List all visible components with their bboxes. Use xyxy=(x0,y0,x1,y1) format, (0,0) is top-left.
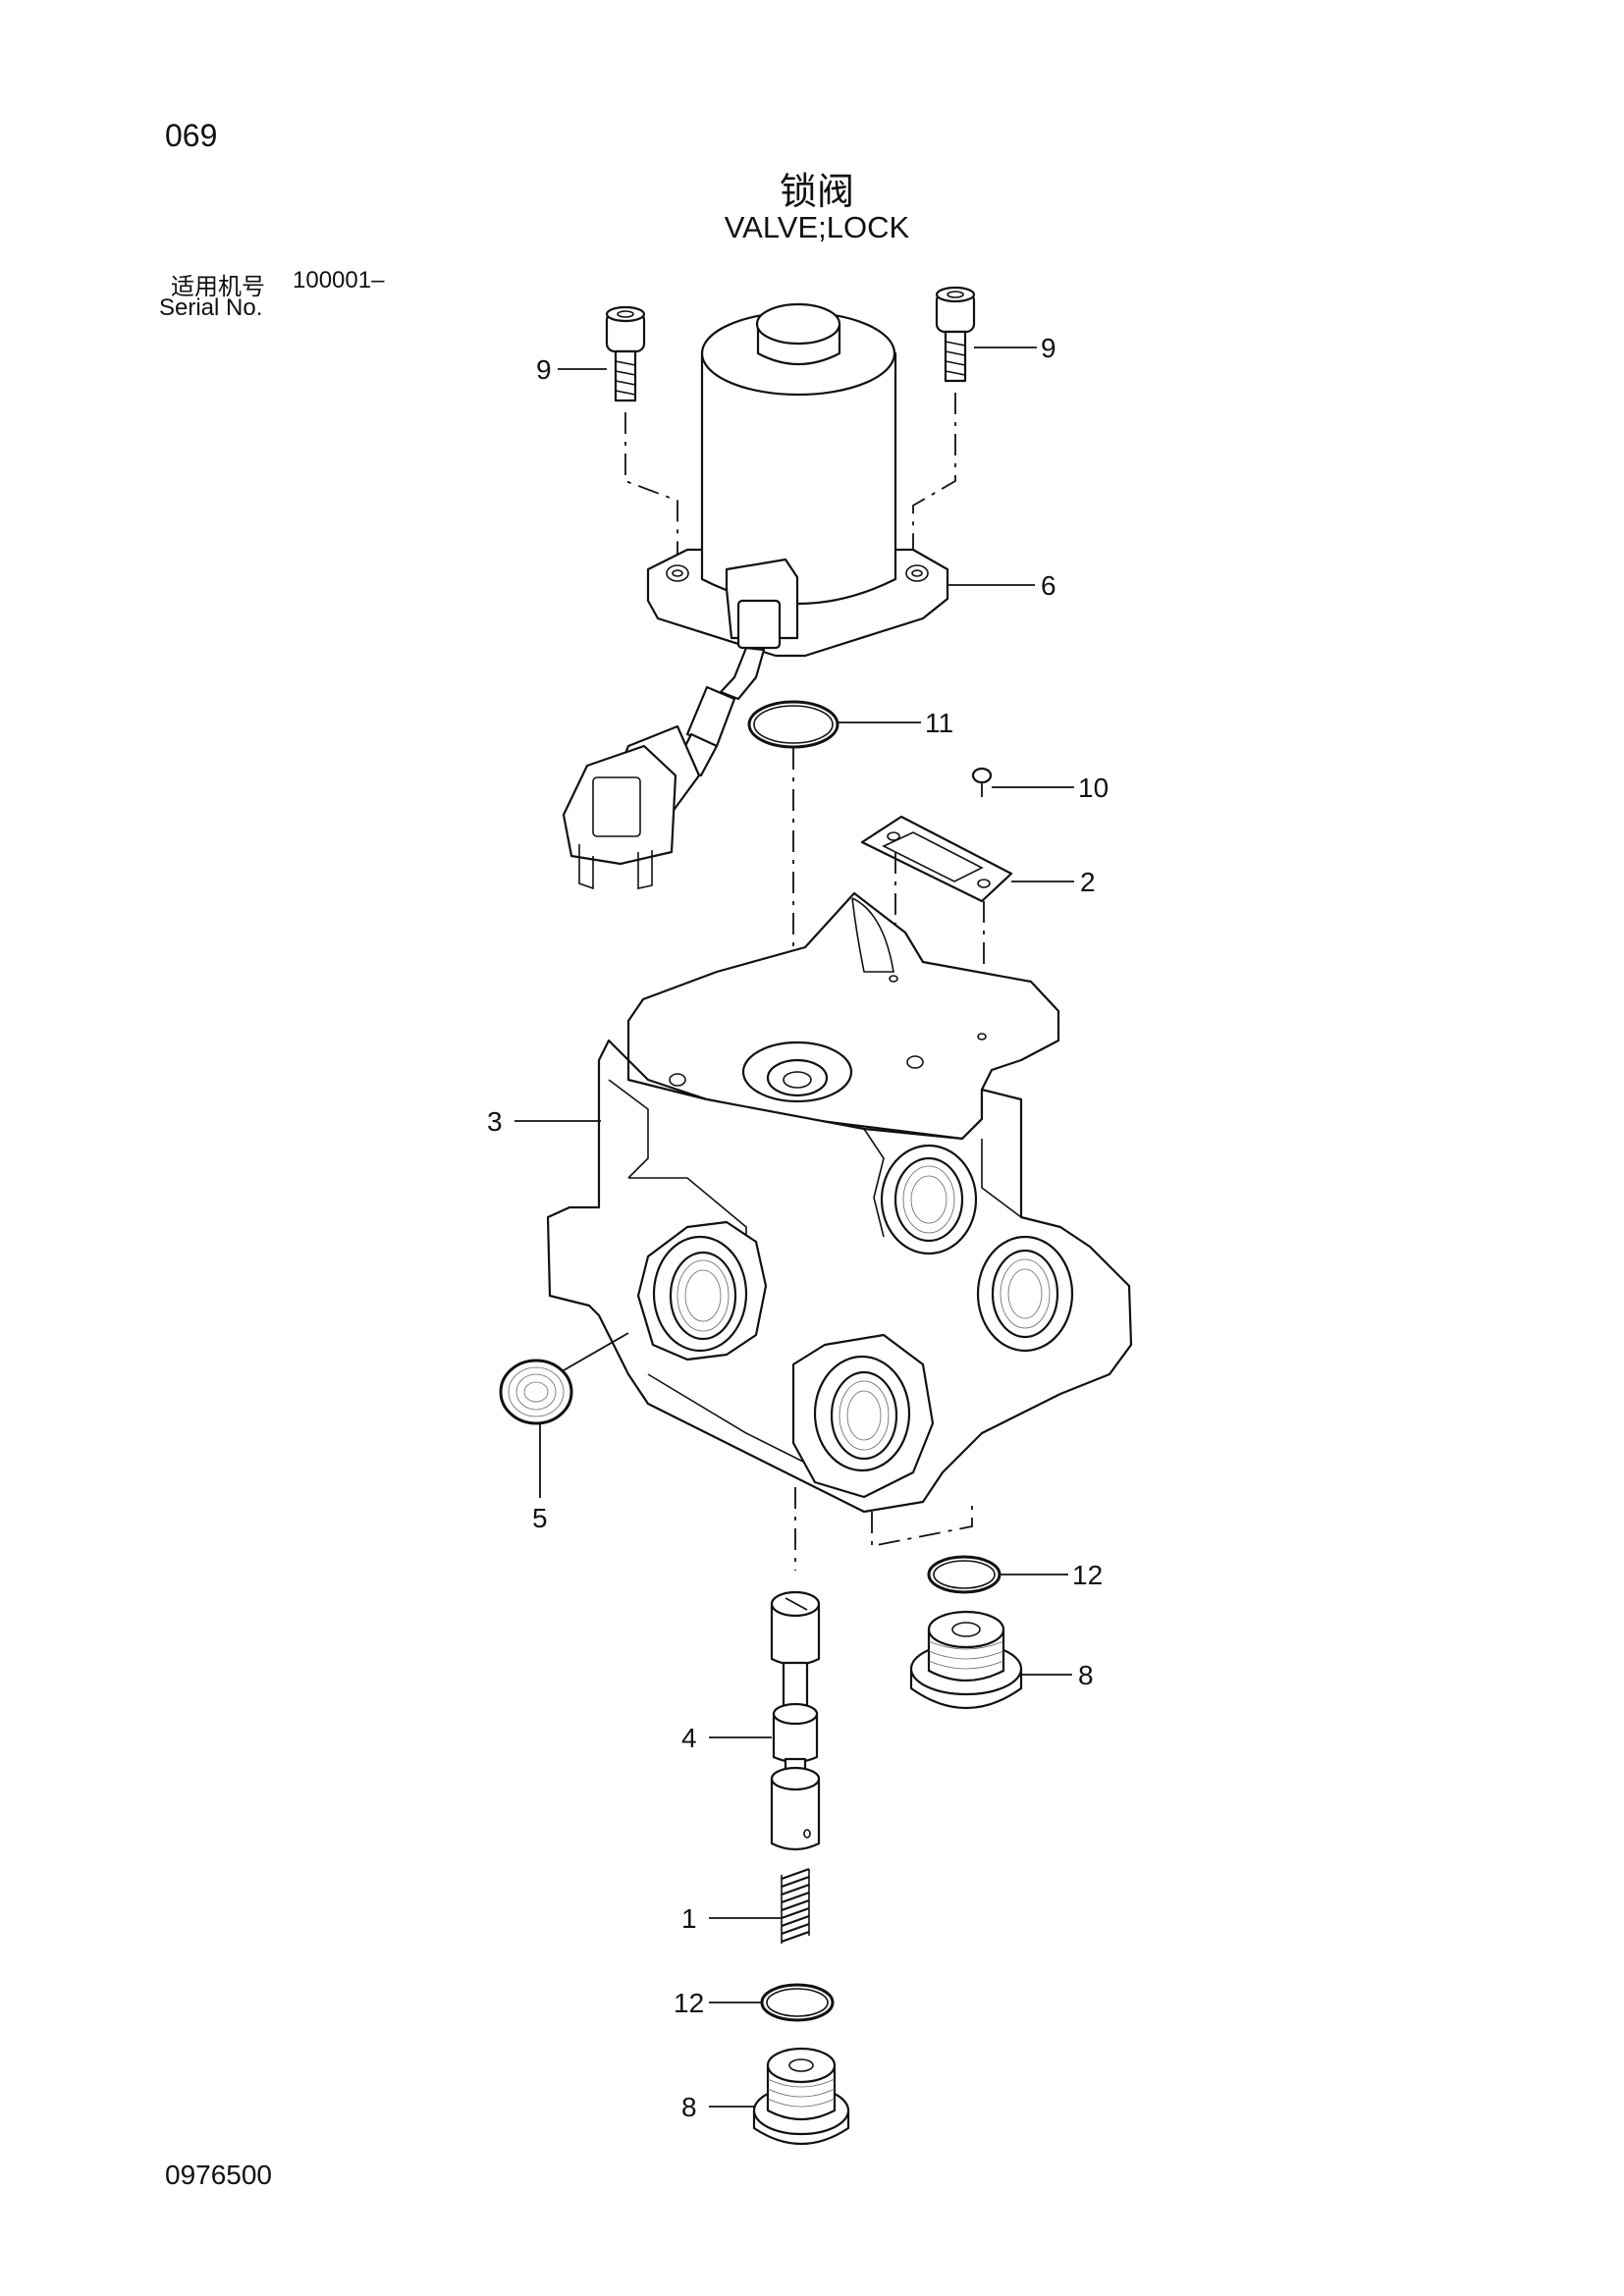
callout-11: 11 xyxy=(925,708,953,738)
serial-range: 100001– xyxy=(293,267,385,294)
part-oring-top xyxy=(747,700,839,749)
part-plug-upper xyxy=(909,1610,1023,1710)
part-filter-screen xyxy=(499,1359,573,1425)
drawing-code: 0976500 xyxy=(165,2160,273,2190)
serial-label-english: Serial No. xyxy=(159,294,263,321)
page-number: 069 xyxy=(165,118,218,153)
part-cover-plate xyxy=(860,815,1013,903)
title-chinese: 锁阀 xyxy=(779,170,854,213)
part-bolt-right xyxy=(935,286,976,383)
callout-9-right: 9 xyxy=(1041,333,1056,363)
callout-8-lower: 8 xyxy=(681,2092,697,2122)
leader-lines xyxy=(514,347,1074,2108)
callout-5: 5 xyxy=(532,1503,548,1533)
part-oring-upper xyxy=(927,1555,1001,1594)
callout-2: 2 xyxy=(1080,867,1096,897)
bolt-right-centerline xyxy=(912,393,956,560)
callout-6: 6 xyxy=(1041,570,1056,601)
body-bottom-centerline xyxy=(871,1502,973,1548)
callout-10: 10 xyxy=(1078,773,1109,803)
callout-12-lower: 12 xyxy=(674,1988,704,2018)
callout-9-left: 9 xyxy=(536,354,552,385)
title-english: VALVE;LOCK xyxy=(724,210,910,244)
callout-3: 3 xyxy=(487,1106,503,1137)
part-oring-lower xyxy=(760,1983,835,2022)
callout-8-upper: 8 xyxy=(1078,1660,1094,1690)
part-screw-small xyxy=(971,767,993,797)
part-spool xyxy=(770,1590,821,1851)
part-spring xyxy=(781,1867,810,1944)
part-valve-body xyxy=(546,891,1133,1514)
part-solenoid xyxy=(562,302,949,890)
callout-12-upper: 12 xyxy=(1072,1560,1103,1590)
part-plug-lower xyxy=(752,2047,850,2145)
bolt-left-centerline xyxy=(624,412,678,560)
callout-4: 4 xyxy=(681,1723,697,1753)
callout-1: 1 xyxy=(681,1903,697,1934)
part-bolt-left xyxy=(605,305,646,402)
callout-labels: 9 9 6 11 10 2 3 5 12 8 4 1 12 8 xyxy=(487,333,1109,2122)
serial-label-chinese: 适用机号 xyxy=(171,273,265,300)
